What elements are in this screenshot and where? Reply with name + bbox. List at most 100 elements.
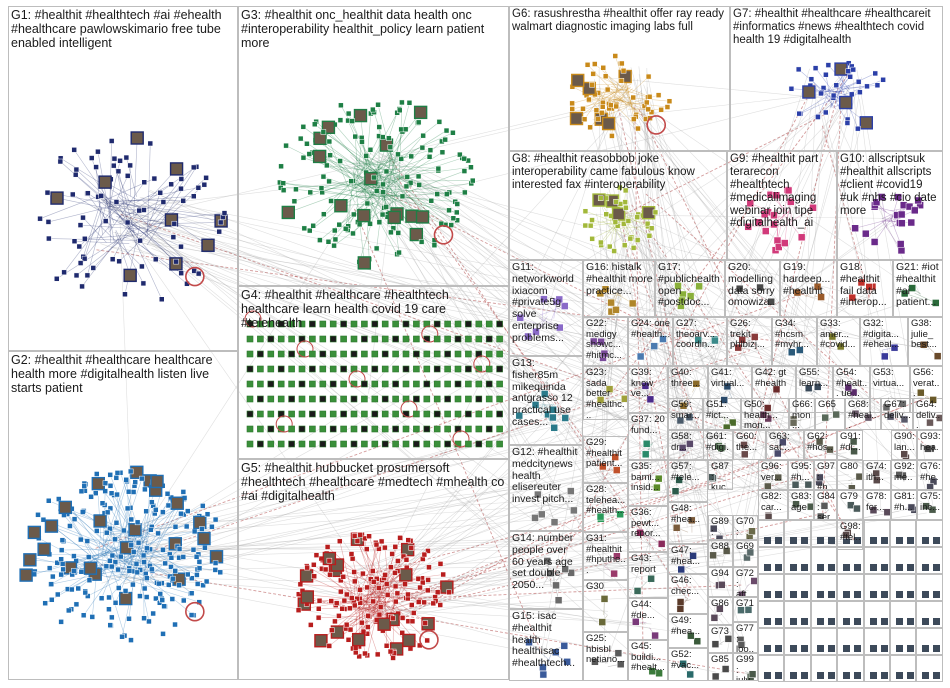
node bbox=[393, 599, 398, 604]
node bbox=[153, 257, 158, 262]
node bbox=[309, 411, 315, 417]
group-label: G59: smar... bbox=[671, 400, 701, 421]
node bbox=[205, 512, 210, 517]
node bbox=[361, 351, 367, 357]
group-g1: G1: #healthit #healthtech #ai #ehealth #… bbox=[8, 6, 238, 351]
group-label: G44: #de... bbox=[631, 600, 666, 621]
node bbox=[371, 175, 376, 180]
group-label: G62: #hos... bbox=[807, 432, 835, 460]
node bbox=[38, 216, 43, 221]
node bbox=[358, 210, 370, 222]
node bbox=[24, 554, 36, 566]
node bbox=[120, 634, 125, 639]
node bbox=[415, 106, 427, 118]
node bbox=[149, 500, 154, 505]
node bbox=[338, 589, 343, 594]
node bbox=[351, 441, 357, 447]
node bbox=[423, 621, 428, 626]
group-nodes bbox=[812, 521, 836, 546]
node bbox=[116, 585, 121, 590]
node bbox=[328, 153, 333, 158]
group-label: G20: modelling data sorry omowiza... bbox=[728, 262, 778, 317]
node bbox=[434, 441, 440, 447]
node bbox=[444, 192, 449, 197]
group-g90: G90: lan... bbox=[891, 430, 917, 460]
node bbox=[111, 163, 116, 168]
node bbox=[403, 426, 409, 432]
node bbox=[213, 517, 218, 522]
group-g8: G8: #healthit reasobbob joke interoperab… bbox=[509, 151, 727, 260]
small-group-tile bbox=[916, 655, 942, 682]
node bbox=[710, 552, 717, 559]
node bbox=[106, 607, 111, 612]
node bbox=[330, 426, 336, 432]
node bbox=[362, 651, 367, 656]
node bbox=[172, 221, 177, 226]
node bbox=[404, 557, 409, 562]
node bbox=[352, 579, 357, 584]
small-group-tile bbox=[890, 520, 916, 547]
node bbox=[341, 381, 347, 387]
group-g36: G36: pewt... repor... bbox=[628, 506, 668, 552]
node bbox=[860, 117, 872, 129]
node bbox=[213, 567, 218, 572]
node bbox=[324, 163, 329, 168]
small-group-tile bbox=[890, 574, 916, 601]
node bbox=[647, 233, 652, 238]
node bbox=[59, 548, 64, 553]
node bbox=[764, 618, 771, 625]
node bbox=[642, 451, 649, 458]
node bbox=[141, 553, 146, 558]
node bbox=[72, 517, 77, 522]
node bbox=[396, 230, 401, 235]
small-group-tile bbox=[758, 547, 784, 574]
node bbox=[434, 366, 440, 372]
node bbox=[644, 100, 649, 105]
node bbox=[289, 336, 295, 342]
node bbox=[341, 396, 347, 402]
node bbox=[834, 83, 839, 88]
node bbox=[200, 503, 205, 508]
node bbox=[257, 336, 263, 342]
node bbox=[818, 91, 823, 96]
node bbox=[445, 396, 451, 402]
node bbox=[896, 645, 903, 652]
node bbox=[71, 554, 76, 559]
node bbox=[652, 632, 659, 639]
node bbox=[59, 619, 64, 624]
node bbox=[393, 544, 398, 549]
node bbox=[343, 226, 348, 231]
node bbox=[870, 537, 877, 544]
node bbox=[309, 441, 315, 447]
small-group-tile bbox=[837, 547, 863, 574]
node bbox=[377, 125, 382, 130]
node bbox=[268, 336, 274, 342]
node bbox=[382, 381, 388, 387]
group-nodes bbox=[9, 7, 237, 350]
node bbox=[320, 411, 326, 417]
node bbox=[95, 149, 100, 154]
node bbox=[315, 635, 327, 647]
node bbox=[440, 150, 445, 155]
node bbox=[139, 476, 144, 481]
node bbox=[125, 220, 130, 225]
small-group-tile bbox=[811, 547, 837, 574]
node bbox=[672, 488, 679, 495]
group-g48: G48: #hea... bbox=[668, 502, 708, 544]
node bbox=[667, 99, 672, 104]
group-label: G51: #ict... bbox=[706, 400, 739, 421]
node bbox=[614, 104, 619, 109]
node bbox=[308, 190, 313, 195]
node bbox=[580, 106, 585, 111]
small-group-tile bbox=[864, 601, 890, 628]
node bbox=[151, 611, 156, 616]
node bbox=[191, 547, 196, 552]
node bbox=[278, 441, 284, 447]
group-g72: G72: aft... bbox=[733, 567, 758, 597]
node bbox=[94, 165, 99, 170]
node bbox=[462, 169, 467, 174]
node bbox=[809, 77, 814, 82]
node bbox=[497, 351, 503, 357]
node bbox=[455, 396, 461, 402]
node bbox=[722, 666, 729, 673]
